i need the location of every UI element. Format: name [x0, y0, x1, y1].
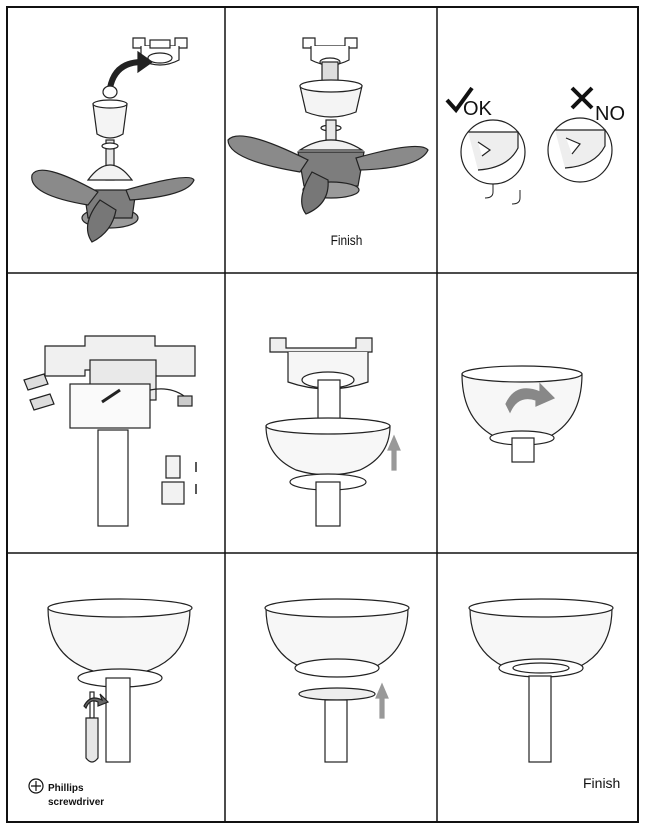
- up-arrow-icon: [387, 434, 401, 471]
- panel-9-finished: [468, 598, 614, 763]
- tool-label-line1: Phillips: [48, 783, 84, 794]
- panel-7-tighten-screws: [47, 598, 193, 763]
- rotate-arrow-icon: [505, 382, 556, 414]
- panel-2-fan-hung: [227, 37, 429, 215]
- tool-label-line2: screwdriver: [48, 797, 104, 808]
- panel-5-canopy-up: [265, 337, 401, 527]
- screwdriver-icon: [85, 691, 99, 763]
- panel-1-hang-fan: [31, 37, 195, 243]
- no-label: NO: [595, 103, 625, 125]
- arrow-icon: [107, 59, 143, 89]
- panel-6-rotate-canopy: [461, 365, 583, 463]
- check-icon: [445, 86, 474, 114]
- panel-4-wiring: [23, 335, 197, 527]
- panel-8-cover-ring: [264, 598, 410, 763]
- panel-3-ok-no: OK NO: [445, 86, 625, 205]
- wire-nut-icon: [23, 373, 55, 411]
- finish-label-2: Finish: [583, 775, 620, 791]
- ok-label: OK: [463, 98, 493, 120]
- cross-icon: [570, 86, 594, 110]
- finish-label-1: Finish: [331, 232, 363, 248]
- phillips-screw-icon: [28, 778, 44, 794]
- panel-grid: [6, 6, 639, 823]
